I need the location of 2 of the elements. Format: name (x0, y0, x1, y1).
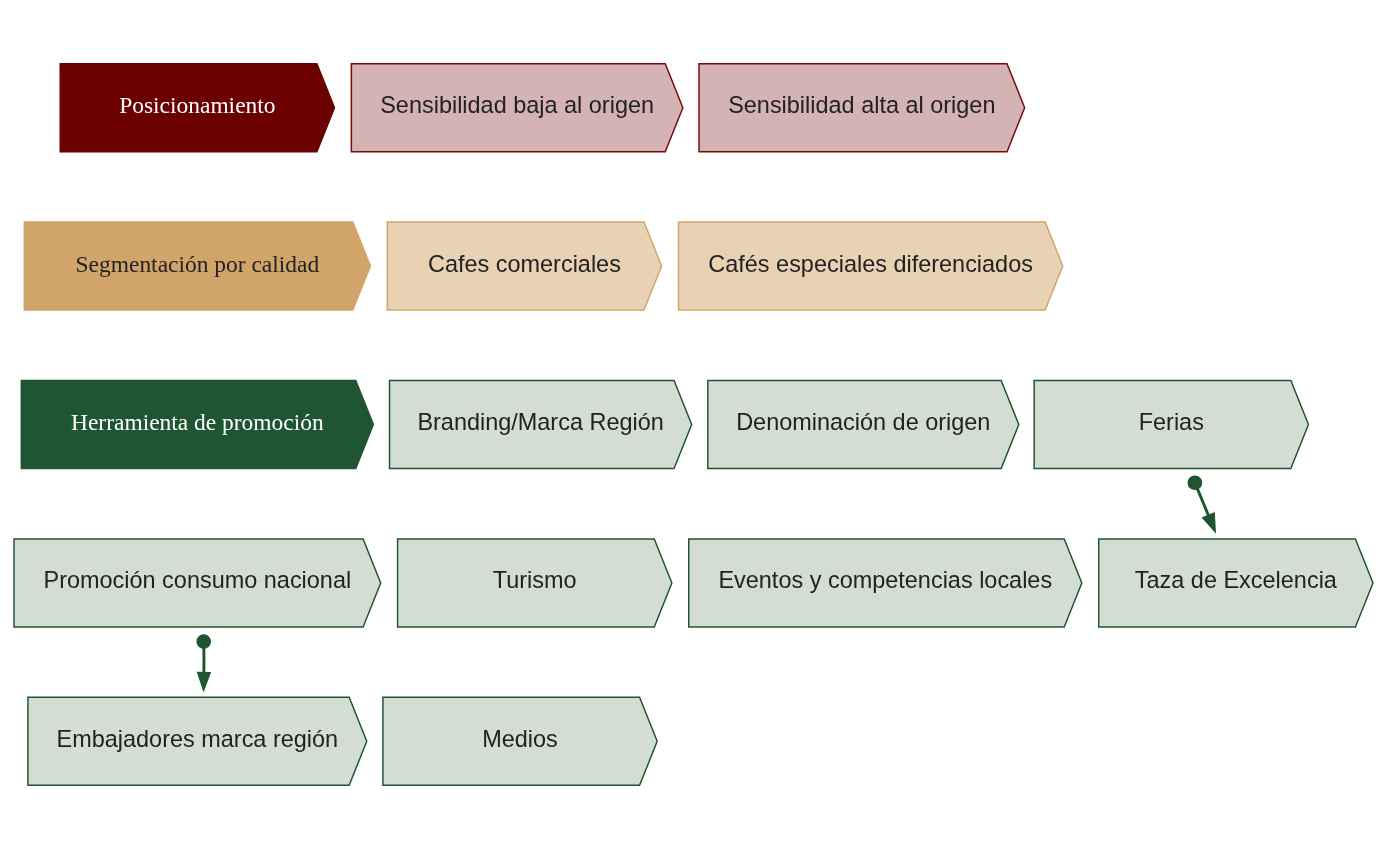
arrow (196, 634, 212, 693)
arrow (1187, 475, 1217, 534)
